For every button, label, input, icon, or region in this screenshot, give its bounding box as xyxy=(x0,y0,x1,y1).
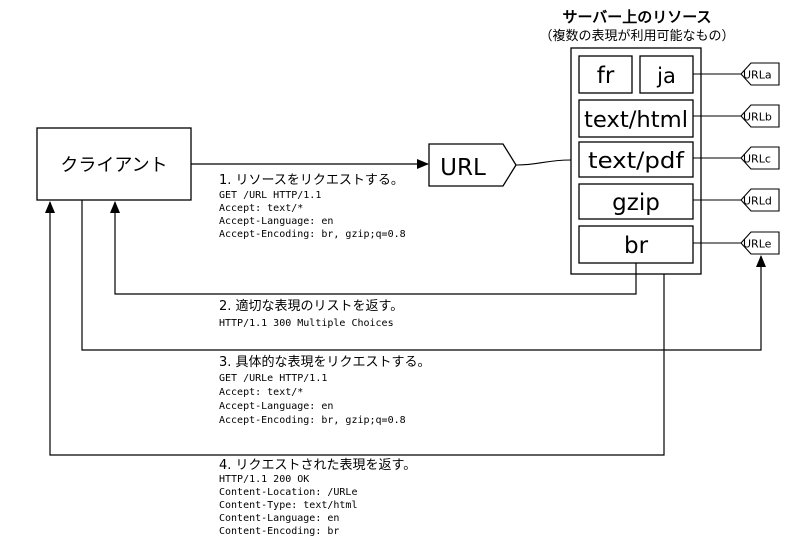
server-title: サーバー上のリソース xyxy=(562,8,711,26)
resource-gzip: gzip xyxy=(578,183,694,220)
url-tag-c-label: URLc xyxy=(743,153,771,166)
step2-arrow xyxy=(110,201,637,295)
url-tag-a: URLa xyxy=(740,62,780,86)
resource-ja: ja xyxy=(639,55,694,94)
client-box: クライアント xyxy=(36,127,192,201)
step1-heading: 1. リソースをリクエストする。 xyxy=(219,173,404,188)
resource-br-label: br xyxy=(624,233,649,259)
step1-line: Accept: text/* xyxy=(219,203,303,214)
url-tag-a-label: URLa xyxy=(743,69,772,82)
url-tag-connectors xyxy=(693,73,741,244)
step4-line: Content-Language: en xyxy=(219,513,339,524)
resource-text-pdf: text/pdf xyxy=(578,141,694,178)
step1-line: GET /URL HTTP/1.1 xyxy=(219,190,321,201)
step3-line: Accept-Encoding: br, gzip;q=0.8 xyxy=(219,415,406,426)
url-tag-d-label: URLd xyxy=(743,195,772,208)
url-tag-e: URLe xyxy=(740,231,780,255)
url-node: URL xyxy=(428,143,517,187)
resource-text-html: text/html xyxy=(578,99,694,138)
step4-line: Content-Encoding: br xyxy=(219,526,339,537)
resource-text-html-label: text/html xyxy=(584,108,688,133)
step4-line: Content-Location: /URLe xyxy=(219,487,357,498)
step3-arrow xyxy=(81,200,766,351)
step1-line: Accept-Language: en xyxy=(219,216,333,227)
step2-text: 2. 適切な表現のリストを返す。 HTTP/1.1 300 Multiple C… xyxy=(219,298,403,329)
step4-line: Content-Type: text/html xyxy=(219,500,357,511)
server-subtitle: （複数の表現が利用可能なもの） xyxy=(539,28,734,44)
resource-text-pdf-label: text/pdf xyxy=(588,149,685,174)
url-node-label: URL xyxy=(440,155,486,181)
step2-heading: 2. 適切な表現のリストを返す。 xyxy=(219,298,403,314)
step3-line: Accept-Language: en xyxy=(219,401,333,412)
resource-fr: fr xyxy=(578,55,633,94)
url-tag-b: URLb xyxy=(740,104,780,128)
step3-line: Accept: text/* xyxy=(219,387,303,398)
step4-arrow xyxy=(45,201,665,456)
url-tag-d: URLd xyxy=(740,188,780,212)
resource-fr-label: fr xyxy=(597,63,615,89)
step3-heading: 3. 具体的な表現をリクエストする。 xyxy=(219,354,431,370)
url-tag-c: URLc xyxy=(740,146,780,170)
resource-gzip-label: gzip xyxy=(612,190,660,216)
step4-line: HTTP/1.1 200 OK xyxy=(219,474,309,485)
step1-line: Accept-Encoding: br, gzip;q=0.8 xyxy=(219,229,406,240)
url-tag-b-label: URLb xyxy=(743,111,772,124)
step4-text: 4. リクエストされた表現を返す。 HTTP/1.1 200 OK Conten… xyxy=(219,458,416,537)
step1-text: 1. リソースをリクエストする。 GET /URL HTTP/1.1 Accep… xyxy=(219,173,406,240)
client-label: クライアント xyxy=(60,155,167,176)
url-to-server-link xyxy=(515,159,572,166)
resource-ja-label: ja xyxy=(656,64,676,88)
url-tag-e-label: URLe xyxy=(743,238,772,251)
step4-heading: 4. リクエストされた表現を返す。 xyxy=(219,458,416,473)
step2-line: HTTP/1.1 300 Multiple Choices xyxy=(219,318,394,329)
step3-text: 3. 具体的な表現をリクエストする。 GET /URLe HTTP/1.1 Ac… xyxy=(219,354,431,426)
resource-br: br xyxy=(578,225,694,264)
step3-line: GET /URLe HTTP/1.1 xyxy=(219,373,327,384)
